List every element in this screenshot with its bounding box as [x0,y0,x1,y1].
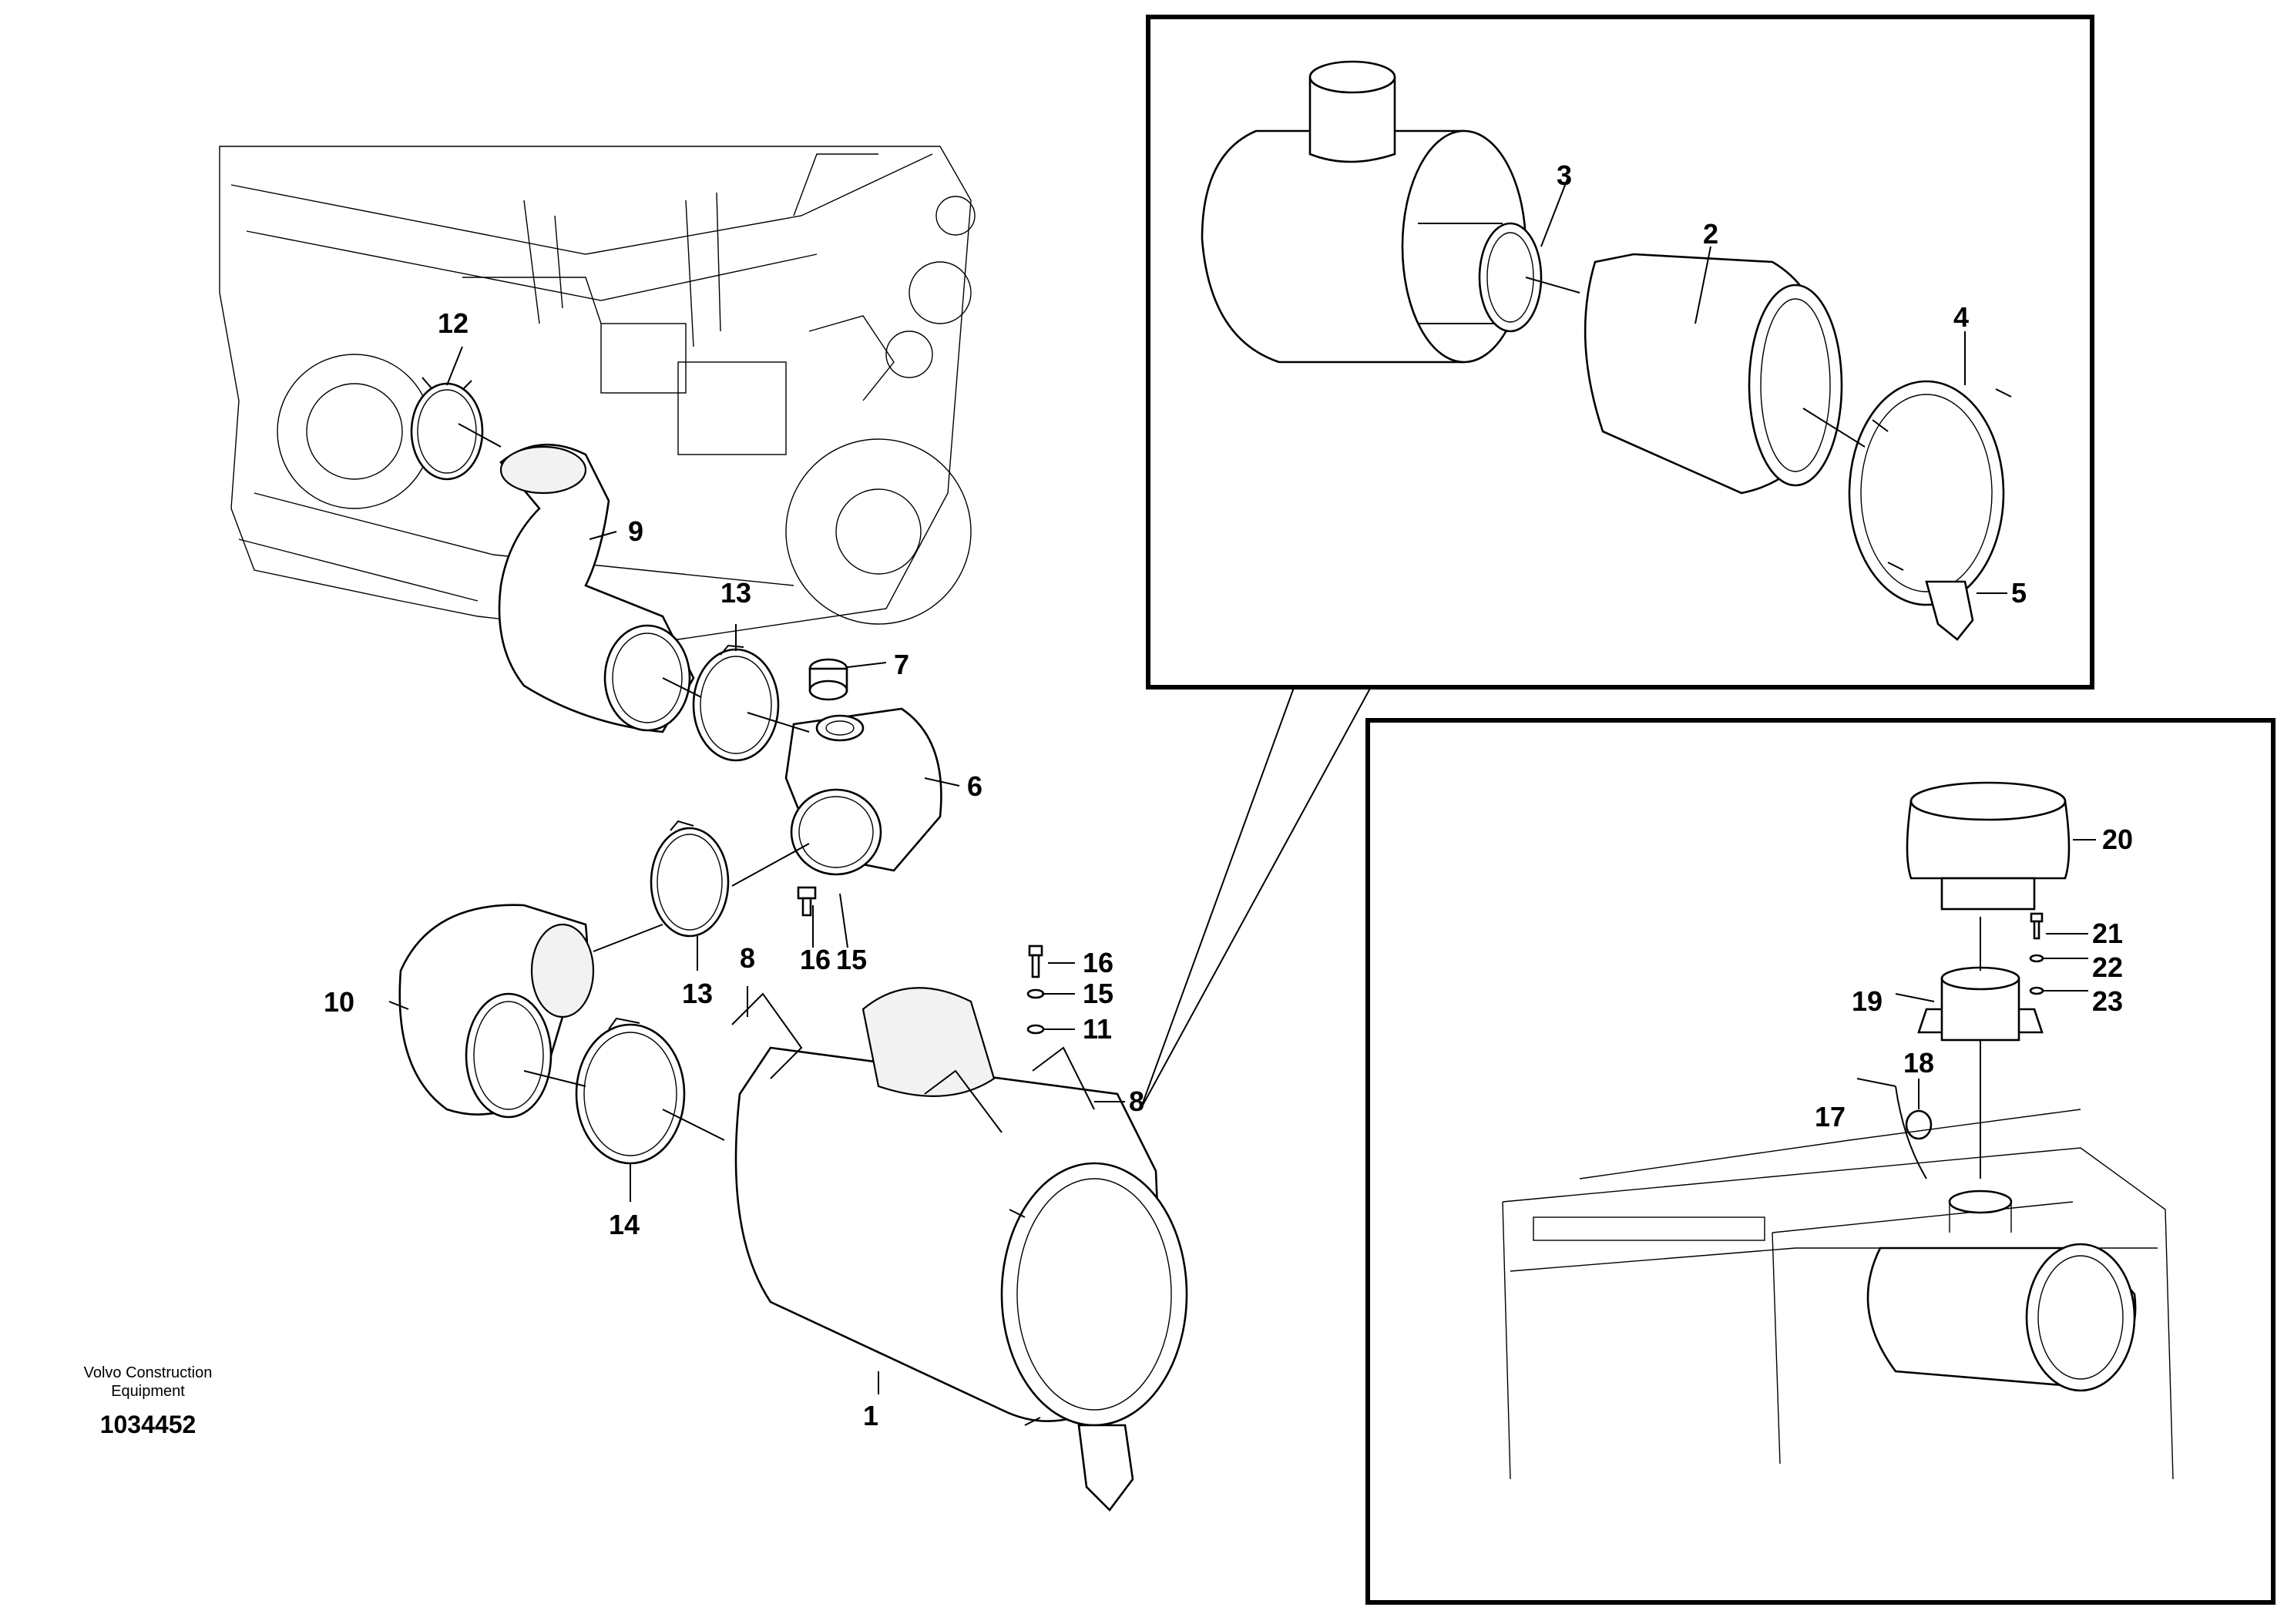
engine-illustration [219,146,976,640]
clamp-13-lower [650,820,730,938]
callout-15-upper: 15 [836,944,867,975]
clamp-13-upper [692,644,780,762]
inset-filter-internals [1146,15,2094,690]
brand-line-2: Equipment [111,1383,185,1400]
callout-11: 11 [1083,1013,1112,1045]
inset-cab-mount [1365,718,2276,1605]
bolt-16-upper [797,886,817,917]
callout-2: 2 [1703,218,1718,250]
elbow-6 [784,707,942,876]
title-block: Volvo Construction Equipment 1034452 [84,1364,213,1438]
brand-line-1: Volvo Construction [84,1364,213,1381]
callout-13-upper: 13 [720,577,751,609]
callout-17: 17 [1815,1101,1846,1132]
callout-16-upper: 16 [800,944,831,975]
callout-16-right: 16 [1083,947,1113,978]
callout-19: 19 [1852,985,1883,1017]
callout-8-right: 8 [1129,1085,1144,1117]
callout-14: 14 [609,1209,640,1240]
callout-1: 1 [863,1400,878,1431]
zoom-connector [1140,685,1372,1110]
callout-4: 4 [1953,301,1969,333]
callout-13-lower: 13 [682,978,713,1009]
clamp-12 [410,377,484,481]
callout-labels: 12 9 13 7 6 15 16 13 8 10 14 16 15 11 8 … [324,159,2133,1431]
callout-20: 20 [2102,824,2133,855]
callout-8-left: 8 [740,942,755,974]
callout-5: 5 [2011,577,2027,609]
small-hardware-16-15-11 [1026,945,1045,1035]
callout-15-right: 15 [1083,978,1113,1009]
elbow-10 [398,904,595,1119]
callout-21: 21 [2092,918,2123,949]
callout-6: 6 [967,770,982,802]
callout-23: 23 [2092,985,2123,1017]
callout-3: 3 [1557,159,1572,191]
leader-lines-main [388,346,1125,1394]
document-number: 1034452 [100,1411,196,1438]
cap-7 [808,658,848,701]
callout-22: 22 [2092,951,2123,983]
pipe-9 [498,443,695,733]
callout-9: 9 [628,515,643,547]
air-filter-housing-1 [731,987,1188,1512]
callout-18: 18 [1903,1047,1934,1079]
callout-10: 10 [324,986,354,1018]
callout-7: 7 [894,649,909,680]
clamp-14 [575,1017,686,1165]
callout-12: 12 [438,307,469,339]
